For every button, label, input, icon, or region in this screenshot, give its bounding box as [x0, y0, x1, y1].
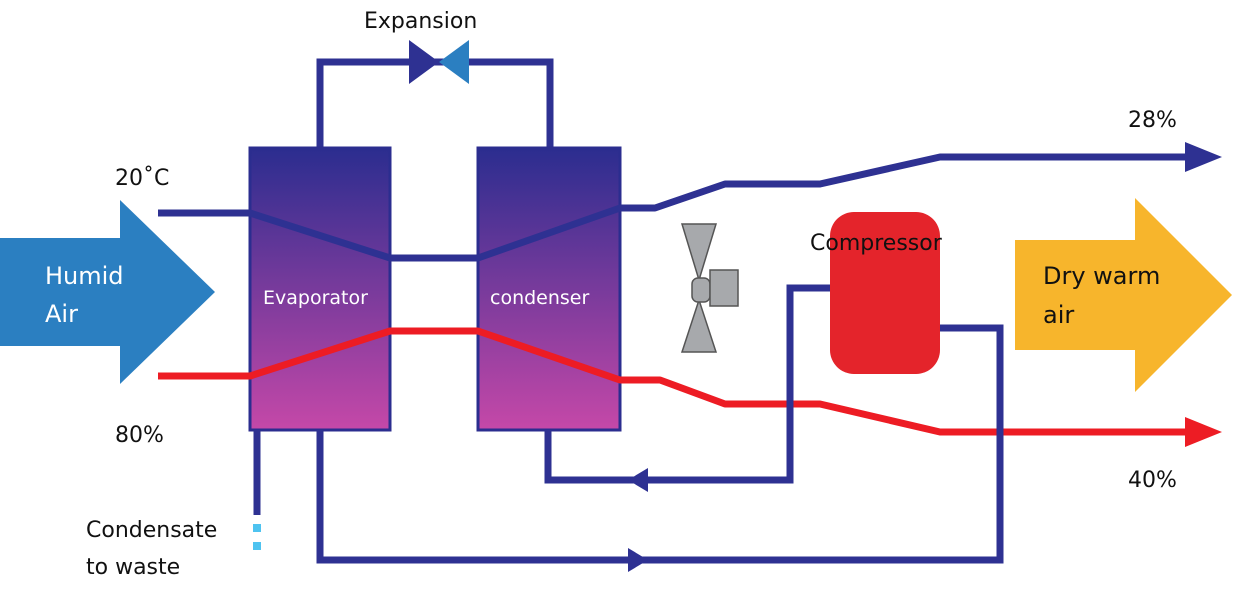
condensate-drain	[253, 430, 261, 550]
warm-air-path	[158, 327, 1222, 447]
condenser-coil	[476, 146, 622, 432]
dry-air-label-line2: air	[1043, 301, 1074, 329]
condenser-label: condenser	[490, 287, 589, 309]
outlet-humidity-bottom: 40%	[1128, 468, 1177, 493]
compressor-label: Compressor	[810, 231, 943, 256]
suction-line	[316, 324, 1004, 572]
expansion-label: Expansion	[364, 9, 477, 34]
cool-air-path	[158, 142, 1222, 262]
humid-air-arrow: Humid Air	[0, 200, 215, 384]
dry-air-label-line1: Dry warm	[1043, 262, 1160, 290]
fan-icon	[680, 223, 739, 353]
inlet-temperature: 20˚C	[115, 166, 169, 191]
compressor	[830, 212, 940, 374]
liquid-line	[544, 284, 830, 492]
inlet-humidity: 80%	[115, 423, 164, 448]
expansion-valve-icon	[409, 40, 469, 84]
evaporator-label: Evaporator	[263, 287, 368, 309]
humid-air-label-line2: Air	[45, 300, 78, 328]
condensate-label-line1: Condensate	[86, 518, 217, 543]
outlet-humidity-top: 28%	[1128, 108, 1177, 133]
expansion-loop	[316, 58, 554, 148]
dry-warm-air-arrow: Dry warm air	[1015, 198, 1232, 392]
evaporator-coil	[248, 146, 392, 432]
humid-air-label-line1: Humid	[45, 262, 124, 290]
condensate-label-line2: to waste	[86, 555, 180, 580]
